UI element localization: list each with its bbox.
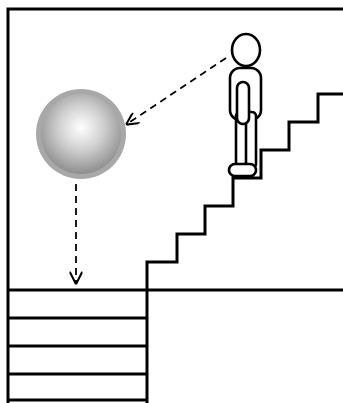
throw-arrow: [127, 57, 227, 124]
upper-staircase: [145, 92, 343, 290]
person-arm: [235, 80, 251, 126]
person-foot: [227, 162, 258, 178]
person-icon: [227, 32, 263, 178]
person-head: [230, 32, 262, 68]
lower-staircase: [8, 290, 149, 403]
room-frame: [6, 7, 343, 403]
ball-body: [41, 94, 121, 174]
sphere-icon: [36, 89, 126, 179]
